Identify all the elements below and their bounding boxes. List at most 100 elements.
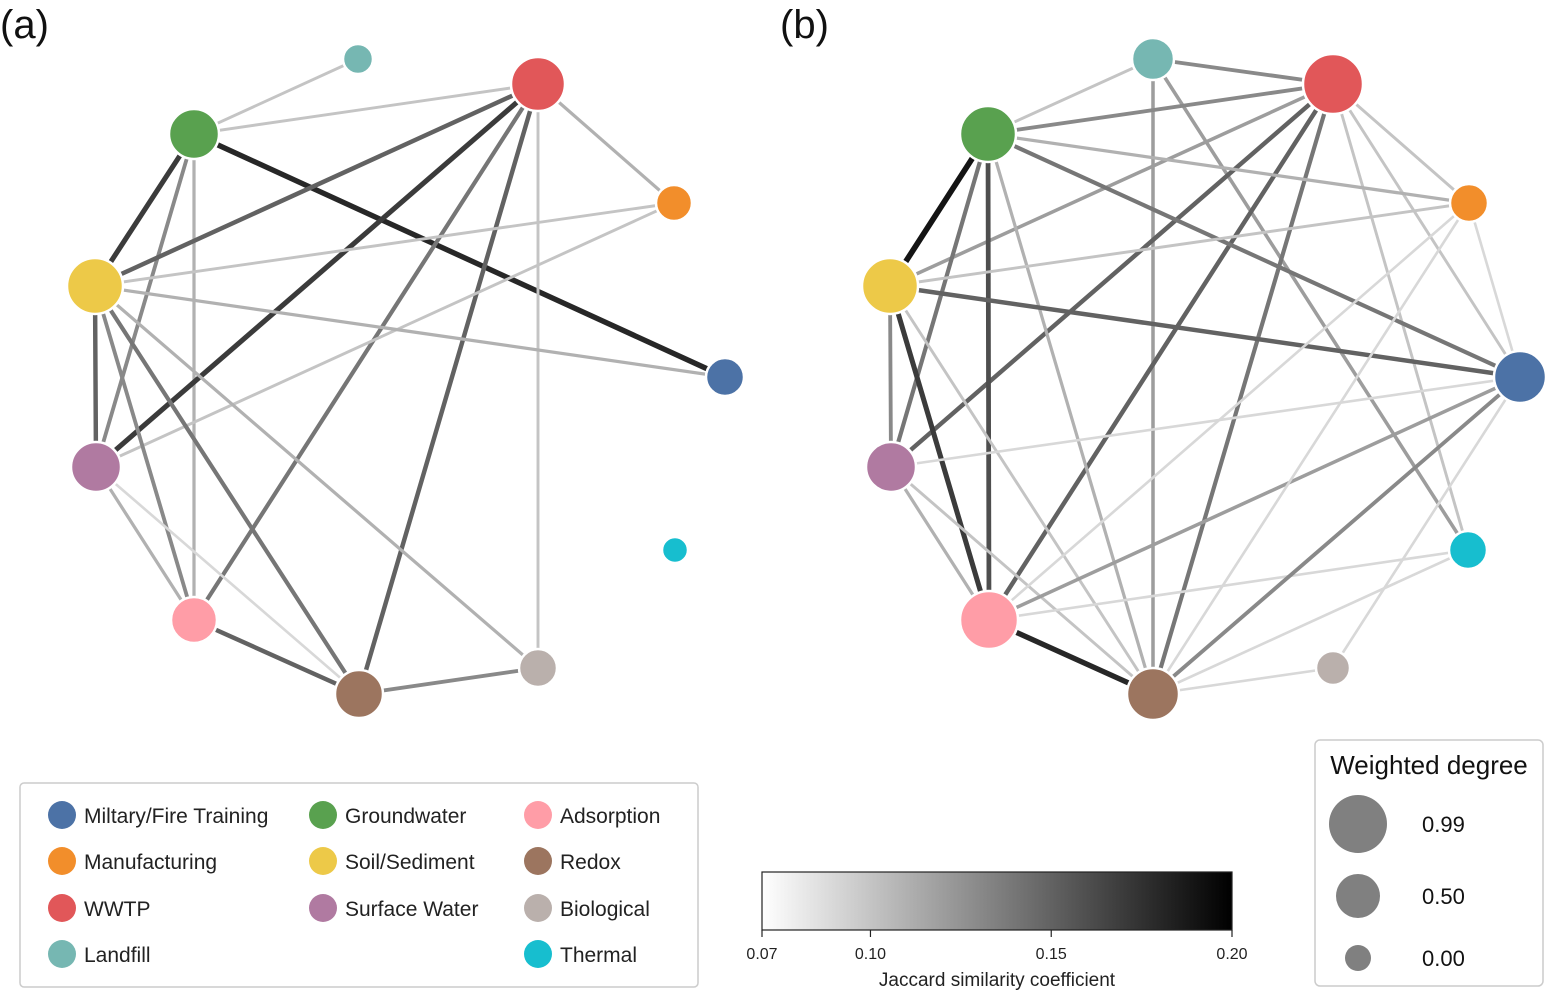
colorbar-tick-label: 0.20	[1216, 946, 1247, 963]
edge-redox-miltary-fire-training	[1151, 375, 1522, 696]
node-adsorption	[958, 589, 1020, 651]
node-redox	[333, 668, 385, 720]
legend-item-landfill: Landfill	[48, 940, 151, 968]
panel-label-a: (a)	[0, 3, 49, 47]
legend-label: Thermal	[560, 944, 637, 967]
legend-item-thermal: Thermal	[524, 940, 637, 968]
edge-surface-water-miltary-fire-training	[889, 375, 1522, 469]
colorbar-tick-label: 0.07	[746, 946, 777, 963]
nodes-panel-b	[860, 36, 1548, 722]
edge-manufacturing-miltary-fire-training	[1467, 201, 1522, 379]
edge-redox-thermal	[1151, 548, 1470, 696]
edge-soil-sediment-redox	[888, 284, 1155, 696]
node-groundwater	[167, 107, 221, 161]
edge-adsorption-thermal	[987, 548, 1470, 622]
category-legend-frame	[19, 782, 699, 988]
edge-wwtp-redox	[1150, 81, 1336, 697]
edge-surface-water-redox	[94, 465, 361, 696]
edge-soil-sediment-biological	[93, 284, 540, 670]
edge-wwtp-soil-sediment	[888, 82, 1335, 288]
edge-soil-sediment-adsorption	[887, 283, 992, 623]
legend-item-redox: Redox	[524, 847, 621, 875]
network-panel-b: (b)	[780, 3, 1548, 722]
edge-landfill-thermal	[1151, 57, 1470, 552]
edge-soil-sediment-surface-water	[92, 283, 99, 470]
edge-wwtp-soil-sediment	[92, 81, 541, 289]
legend-item-surface-water: Surface Water	[309, 894, 478, 922]
edge-soil-sediment-surface-water	[888, 284, 893, 469]
size-legend-value: 0.50	[1422, 884, 1465, 909]
size-legend-title: Weighted degree	[1330, 750, 1528, 780]
edge-adsorption-manufacturing	[987, 201, 1471, 622]
edge-groundwater-wwtp	[192, 82, 540, 136]
legend-label: Landfill	[84, 944, 151, 967]
legend-label: WWTP	[84, 898, 150, 921]
node-groundwater	[958, 104, 1018, 164]
edges-panel-a	[92, 57, 728, 697]
legend-item-soil-sediment: Soil/Sediment	[309, 847, 475, 875]
legend-swatch	[309, 801, 337, 829]
node-soil-sediment	[65, 256, 125, 316]
edge-groundwater-miltary-fire-training	[191, 131, 728, 380]
node-biological	[517, 647, 559, 689]
edge-manufacturing-soil-sediment	[93, 201, 676, 288]
network-panel-a: (a)	[0, 3, 746, 720]
edge-soil-sediment-redox	[92, 283, 362, 697]
size-legend: Weighted degree 0.99 0.50 0.00	[1314, 739, 1544, 987]
size-legend-circle	[1329, 795, 1387, 853]
legend-swatch	[524, 894, 552, 922]
legend-item-miltary-fire-training: Miltary/Fire Training	[48, 801, 268, 829]
size-legend-entry: 0.00	[1345, 945, 1465, 971]
legend-swatch	[48, 940, 76, 968]
legend-item-wwtp: WWTP	[48, 894, 150, 922]
edge-surface-water-adsorption	[889, 465, 991, 622]
edge-groundwater-manufacturing	[986, 132, 1471, 205]
size-legend-entry: 0.99	[1329, 795, 1465, 853]
edge-groundwater-adsorption	[985, 131, 992, 623]
node-surface-water	[864, 440, 918, 494]
legend-item-groundwater: Groundwater	[309, 801, 466, 829]
edge-groundwater-landfill	[192, 57, 360, 136]
edges-panel-b	[887, 57, 1523, 697]
node-manufacturing	[654, 183, 694, 223]
edge-biological-miltary-fire-training	[1331, 375, 1522, 670]
edge-redox-biological	[357, 666, 540, 696]
edge-groundwater-surface-water	[888, 131, 991, 470]
colorbar-tick-label: 0.10	[855, 946, 886, 963]
legend-swatch	[524, 940, 552, 968]
node-adsorption	[169, 595, 219, 645]
edge-soil-sediment-manufacturing	[888, 201, 1471, 288]
nodes-panel-a	[65, 42, 746, 720]
node-wwtp	[509, 55, 567, 113]
edge-wwtp-manufacturing	[536, 82, 676, 205]
edge-redox-biological	[1151, 666, 1335, 696]
legend-swatch	[524, 801, 552, 829]
legend-label: Soil/Sediment	[345, 851, 475, 874]
node-landfill	[1130, 36, 1176, 82]
edge-redox-manufacturing	[1151, 201, 1471, 696]
size-legend-value: 0.00	[1422, 946, 1465, 971]
legend-swatch	[48, 847, 76, 875]
legend-item-biological: Biological	[524, 894, 650, 922]
legend-swatch	[48, 801, 76, 829]
size-legend-entry: 0.50	[1336, 874, 1465, 918]
legend-item-adsorption: Adsorption	[524, 801, 660, 829]
size-legend-circle	[1336, 874, 1380, 918]
edge-surface-water-redox	[889, 465, 1155, 696]
node-thermal	[660, 535, 690, 565]
edge-wwtp-groundwater	[986, 82, 1335, 136]
legend-label: Adsorption	[560, 805, 660, 828]
edge-wwtp-thermal	[1331, 82, 1470, 552]
node-miltary-fire-training	[1492, 349, 1548, 405]
edge-adsorption-miltary-fire-training	[987, 375, 1522, 622]
legend-label: Miltary/Fire Training	[84, 805, 268, 828]
size-legend-circle	[1345, 945, 1371, 971]
colorbar-tick-label: 0.15	[1036, 946, 1067, 963]
edge-manufacturing-surface-water	[94, 201, 676, 469]
legend-label: Surface Water	[345, 898, 478, 921]
legend-swatch	[524, 847, 552, 875]
edge-wwtp-miltary-fire-training	[1331, 82, 1522, 379]
edge-soil-sediment-miltary-fire-training	[887, 283, 1523, 380]
